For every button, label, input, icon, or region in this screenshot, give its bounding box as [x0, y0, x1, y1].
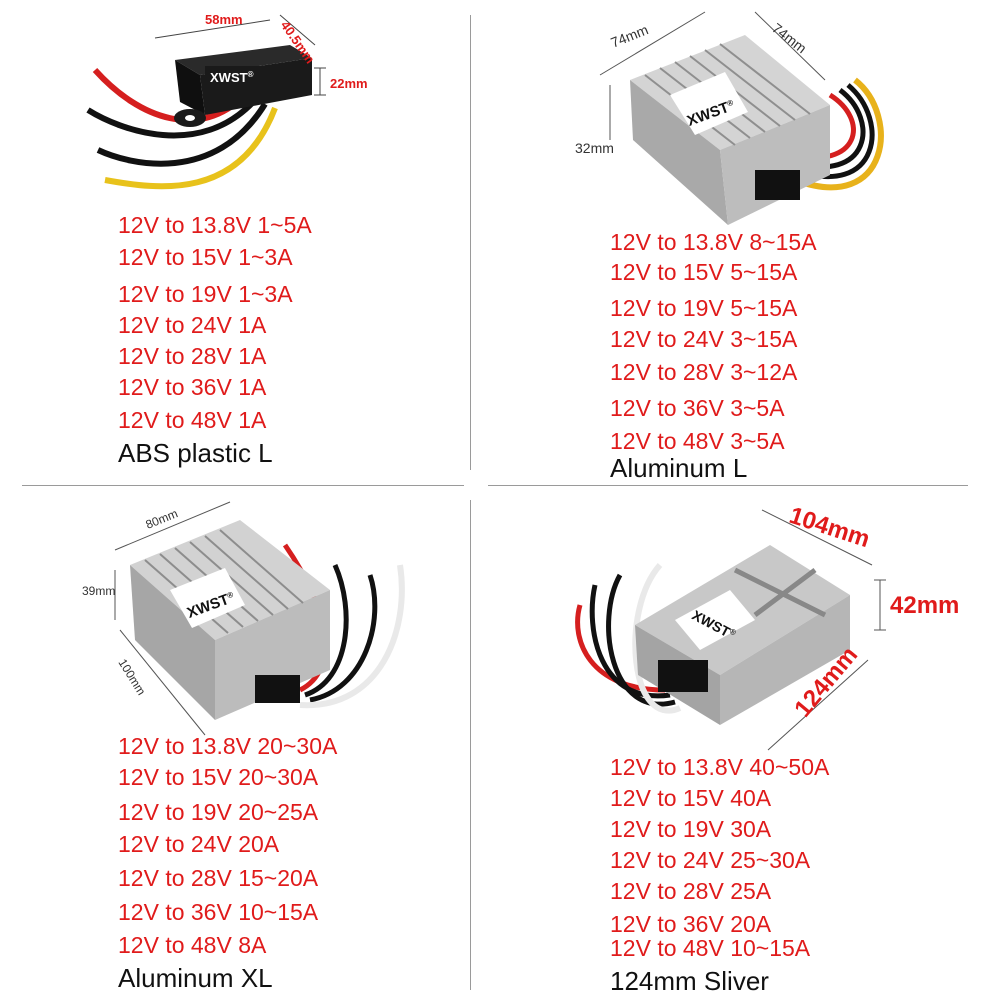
spec-line: 12V to 19V 5~15A — [610, 295, 798, 321]
model-name: Aluminum XL — [118, 963, 273, 993]
brand-label: XWST® — [210, 70, 254, 85]
spec-line: 12V to 36V 3~5A — [610, 395, 785, 421]
spec-line: 12V to 24V 1A — [118, 312, 267, 338]
model-name: 124mm Sliver — [610, 966, 769, 996]
divider-vertical-top — [470, 15, 471, 470]
spec-line: 12V to 13.8V 40~50A — [610, 754, 830, 780]
panel-abs-plastic-l: XWST® 58mm 40.5mm 22mm 12V to 13.8V 1~5A… — [0, 0, 470, 485]
spec-line: 12V to 15V 1~3A — [118, 244, 293, 270]
spec-line: 12V to 36V 20A — [610, 911, 772, 937]
spec-line: 12V to 24V 20A — [118, 831, 280, 857]
panel-aluminum-l: XWST® 74mm 74mm 32mm 12V to 13.8V 8~15A … — [470, 0, 1000, 485]
spec-line: 12V to 19V 20~25A — [118, 799, 319, 825]
spec-line: 12V to 24V 25~30A — [610, 847, 811, 873]
dim-height: 32mm — [575, 140, 614, 156]
spec-line: 12V to 48V 10~15A — [610, 935, 811, 961]
spec-line: 12V to 48V 3~5A — [610, 428, 785, 454]
spec-line: 12V to 28V 15~20A — [118, 865, 319, 891]
spec-line: 12V to 19V 30A — [610, 816, 772, 842]
spec-line: 12V to 15V 20~30A — [118, 764, 319, 790]
product-image-124mm: XWST® — [575, 509, 886, 751]
spec-line: 12V to 15V 40A — [610, 785, 772, 811]
model-name: ABS plastic L — [118, 438, 273, 468]
dim-height: 22mm — [330, 76, 368, 91]
spec-line: 12V to 24V 3~15A — [610, 326, 798, 352]
spec-line: 12V to 13.8V 1~5A — [118, 212, 312, 238]
spec-line: 12V to 13.8V 8~15A — [610, 229, 817, 255]
panel-aluminum-xl: XWST® 80mm 39mm 100mm 12V to 13.8V 20~30… — [0, 490, 470, 1000]
spec-line: 12V to 48V 1A — [118, 407, 267, 433]
model-name: Aluminum L — [610, 453, 748, 483]
spec-line: 12V to 28V 3~12A — [610, 359, 798, 385]
product-image-aluminum-l: XWST® — [599, 11, 884, 225]
spec-line: 12V to 13.8V 20~30A — [118, 733, 338, 759]
spec-line: 12V to 28V 1A — [118, 343, 267, 369]
divider-horizontal-left — [22, 485, 464, 486]
dim-width: 58mm — [205, 12, 243, 27]
divider-horizontal-right — [488, 485, 968, 486]
dim-height: 42mm — [890, 592, 960, 619]
spec-line: 12V to 36V 1A — [118, 374, 267, 400]
spec-line: 12V to 28V 25A — [610, 878, 772, 904]
divider-vertical-bottom — [470, 500, 471, 990]
dim-height: 39mm — [82, 584, 116, 598]
spec-line: 12V to 48V 8A — [118, 932, 267, 958]
product-image-abs: XWST® — [86, 14, 326, 190]
spec-line: 12V to 19V 1~3A — [118, 281, 293, 307]
panel-124mm-sliver: XWST® 104mm 42mm 124mm 12V to 13.8V 40~5… — [470, 490, 1000, 1000]
product-image-aluminum-xl: XWST® — [114, 501, 405, 736]
spec-line: 12V to 15V 5~15A — [610, 259, 798, 285]
spec-line: 12V to 36V 10~15A — [118, 899, 319, 925]
